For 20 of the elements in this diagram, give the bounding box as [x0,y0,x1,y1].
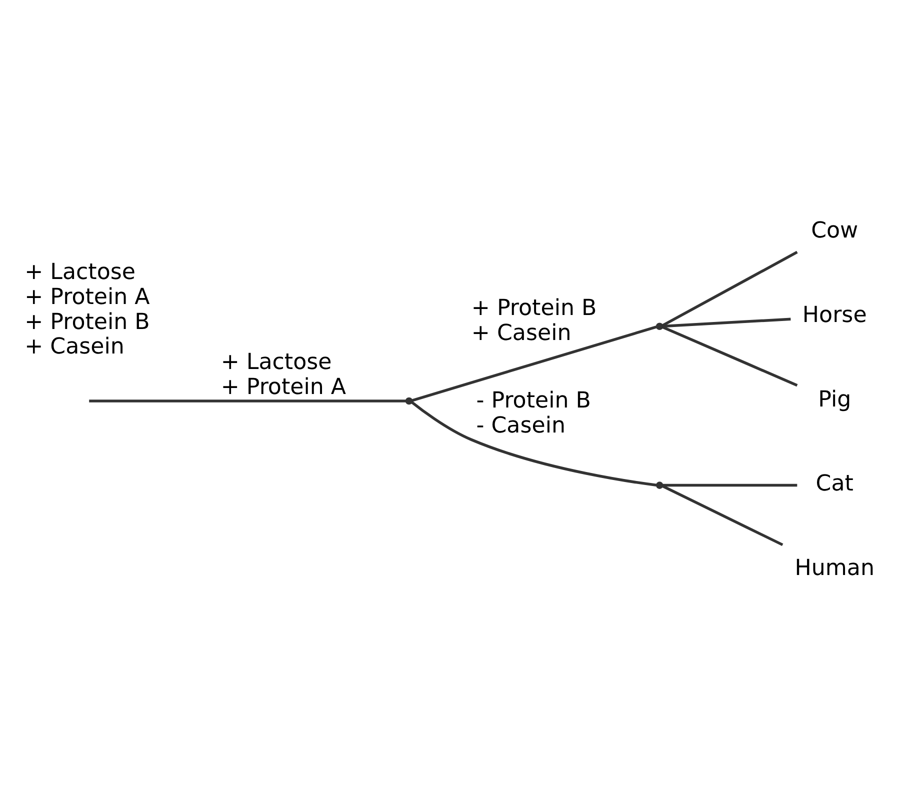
node-text: Pig [818,386,852,412]
node-text: Cow [811,217,858,244]
connector [662,484,784,546]
connector [412,325,657,402]
connector [662,250,798,326]
edge-label: - Protein B - Casein [476,387,591,438]
edge-label: + Protein B + Casein [471,294,597,346]
edge-label: + Lactose + Protein A [220,348,346,400]
connector [662,317,791,328]
node-text: Horse [802,301,867,328]
connector [662,325,798,386]
node-point [405,396,413,404]
node-text: Cat [816,470,854,496]
connector [410,400,656,486]
node-point [656,481,664,488]
node-point [656,322,664,330]
label: + Lactose + Protein A + Protein B + Casein [24,258,150,360]
node-text: Human [794,554,874,580]
connector [89,399,406,402]
connector [662,483,798,486]
